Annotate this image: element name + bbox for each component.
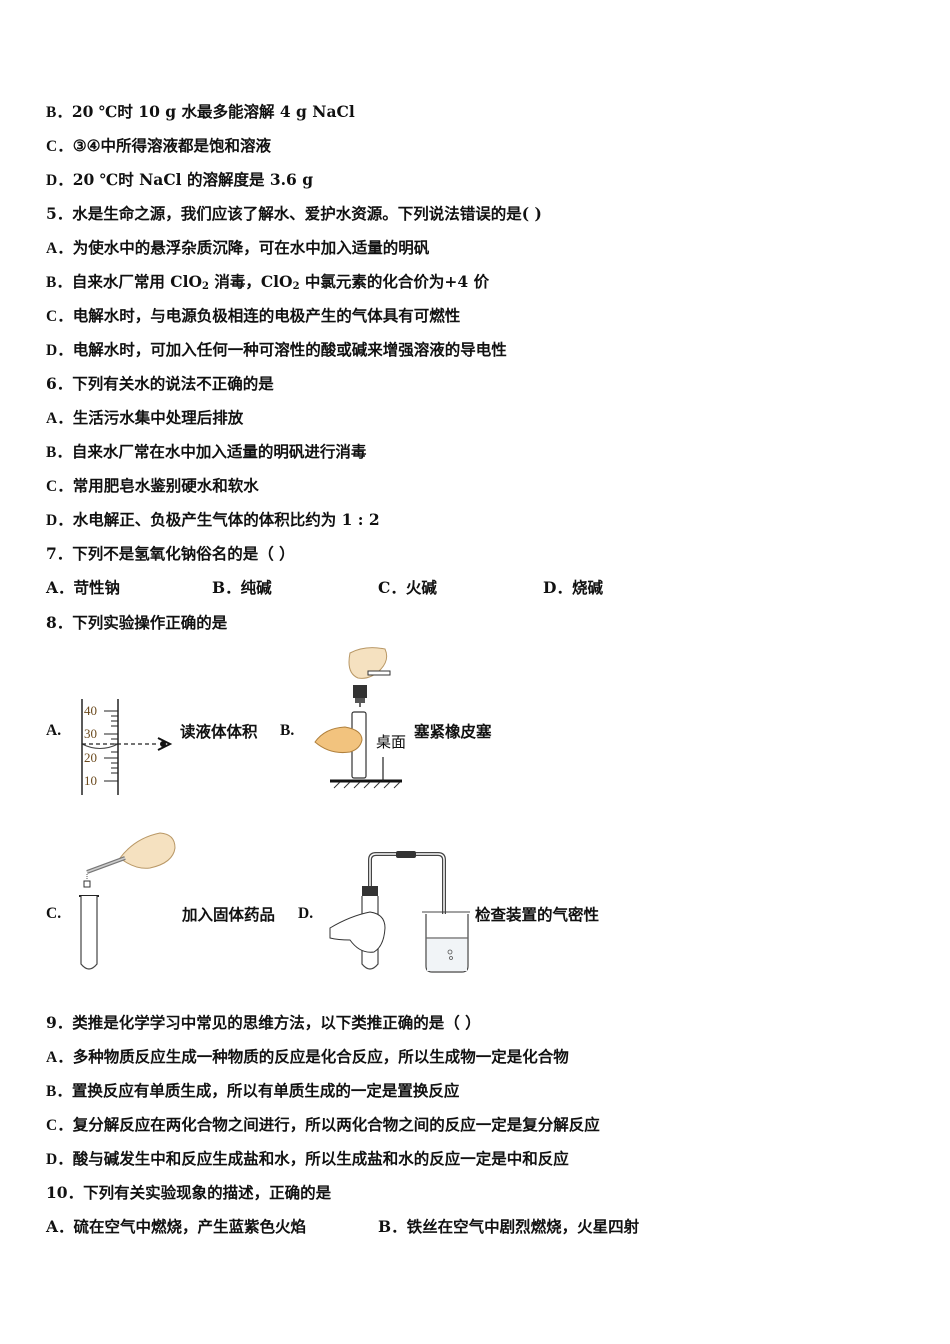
- option-text: 火碱: [405, 578, 437, 597]
- q5-option-d: D．电解水时，可加入任何一种可溶性的酸或碱来增强溶液的导电性: [46, 340, 507, 361]
- scale-40: 40: [84, 703, 97, 718]
- q8-option-a-caption: 读液体体积: [180, 722, 258, 741]
- option-text: 复分解反应在两化合物之间进行，所以两化合物之间的反应一定是复分解反应: [72, 1115, 600, 1134]
- q8-option-b-annotation: 桌面: [376, 733, 407, 751]
- solid-reagent-figure: [79, 832, 176, 970]
- q5-stem: 5．水是生命之源，我们应该了解水、爱护水资源。下列说法错误的是( ): [46, 204, 542, 223]
- option-text: 自来水厂常在水中加入适量的明矾进行消毒: [71, 442, 367, 461]
- q8-option-a-label: A.: [46, 722, 62, 739]
- option-text: 为使水中的悬浮杂质沉降，可在水中加入适量的明矾: [72, 238, 430, 257]
- option-label: D．: [46, 1151, 73, 1168]
- option-text: 多种物质反应生成一种物质的反应是化合反应，所以生成物一定是化合物: [72, 1047, 569, 1066]
- option-label: B．: [46, 104, 72, 121]
- q6-option-d: D．水电解正、负极产生气体的体积比约为 1 : 2: [46, 510, 380, 531]
- q8-option-b-label: B.: [280, 722, 295, 739]
- option-text: 铁丝在空气中剧烈燃烧，火星四射: [406, 1217, 640, 1236]
- option-label: B．: [212, 578, 241, 597]
- q8-option-c-label: C.: [46, 905, 62, 922]
- option-text: 中氯元素的化合价为+4 价: [299, 272, 490, 291]
- option-label: A．: [46, 410, 73, 427]
- q9-option-d: D．酸与碱发生中和反应生成盐和水，所以生成盐和水的反应一定是中和反应: [46, 1149, 569, 1170]
- option-text: 电解水时，与电源负极相连的电极产生的气体具有可燃性: [72, 306, 461, 325]
- scale-30: 30: [84, 726, 97, 741]
- option-text: 自来水厂常用 ClO: [71, 272, 202, 291]
- option-label: D．: [46, 342, 73, 359]
- option-label: D．: [46, 512, 73, 529]
- q8-stem: 8．下列实验操作正确的是: [46, 613, 228, 632]
- q5-option-c: C．电解水时，与电源负极相连的电极产生的气体具有可燃性: [46, 306, 460, 327]
- q5-option-a: A．为使水中的悬浮杂质沉降，可在水中加入适量的明矾: [46, 238, 429, 259]
- q8-option-c-caption: 加入固体药品: [182, 905, 276, 924]
- option-text: 硫在空气中燃烧，产生蓝紫色火焰: [73, 1217, 307, 1236]
- q7-option-a: A．苛性钠: [46, 578, 120, 598]
- option-text: ③④中所得溶液都是饱和溶液: [72, 136, 271, 155]
- q4-option-c: C．③④中所得溶液都是饱和溶液: [46, 136, 271, 157]
- q7-option-d: D．烧碱: [543, 578, 603, 598]
- q8-option-b-caption: 塞紧橡皮塞: [414, 722, 492, 741]
- option-label: B．: [46, 274, 72, 291]
- q9-option-b: B．置换反应有单质生成，所以有单质生成的一定是置换反应: [46, 1081, 459, 1102]
- option-label: D．: [46, 172, 73, 189]
- q10-stem: 10．下列有关实验现象的描述，正确的是: [46, 1183, 332, 1202]
- option-label: C．: [46, 308, 73, 325]
- option-text: 水电解正、负极产生气体的体积比约为 1 : 2: [72, 510, 380, 529]
- option-label: A．: [46, 1049, 73, 1066]
- q7-option-b: B．纯碱: [212, 578, 272, 598]
- q8-option-d-caption: 检查装置的气密性: [475, 905, 600, 924]
- option-text: 生活污水集中处理后排放: [72, 408, 244, 427]
- option-label: D．: [543, 578, 572, 597]
- q7-stem: 7．下列不是氢氧化钠俗名的是（ ）: [46, 544, 295, 563]
- q8-option-d-label: D.: [298, 905, 314, 922]
- airtightness-figure: [329, 851, 470, 973]
- q4-option-b: B．20 ℃时 10 g 水最多能溶解 4 g NaCl: [46, 102, 355, 123]
- q6-option-a: A．生活污水集中处理后排放: [46, 408, 243, 429]
- graduated-cylinder-figure: 40 30 20 10: [81, 699, 173, 795]
- option-text: 常用肥皂水鉴别硬水和软水: [72, 476, 259, 495]
- option-text: 苛性钠: [73, 578, 121, 597]
- q9-stem: 9．类推是化学学习中常见的思维方法，以下类推正确的是（ ）: [46, 1013, 481, 1032]
- option-text: 纯碱: [240, 578, 272, 597]
- scale-20: 20: [84, 750, 97, 765]
- option-label: B．: [378, 1217, 407, 1236]
- subscript: 2: [292, 281, 300, 292]
- q9-option-a: A．多种物质反应生成一种物质的反应是化合反应，所以生成物一定是化合物: [46, 1047, 569, 1068]
- option-label: C．: [46, 478, 73, 495]
- option-label: A．: [46, 578, 74, 597]
- option-label: C．: [46, 138, 73, 155]
- option-label: B．: [46, 444, 72, 461]
- eye-icon: [157, 737, 173, 751]
- option-label: B．: [46, 1083, 72, 1100]
- option-label: C．: [46, 1117, 73, 1134]
- q6-option-c: C．常用肥皂水鉴别硬水和软水: [46, 476, 259, 497]
- option-text: 烧碱: [571, 578, 603, 597]
- q10-option-b: B．铁丝在空气中剧烈燃烧，火星四射: [378, 1217, 639, 1237]
- q7-option-c: C．火碱: [378, 578, 437, 598]
- option-text: 电解水时，可加入任何一种可溶性的酸或碱来增强溶液的导电性: [72, 340, 507, 359]
- option-text: 酸与碱发生中和反应生成盐和水，所以生成盐和水的反应一定是中和反应: [72, 1149, 569, 1168]
- option-text: 20 ℃时 NaCl 的溶解度是 3.6 g: [72, 170, 314, 189]
- option-label: A．: [46, 240, 73, 257]
- q6-stem: 6．下列有关水的说法不正确的是: [46, 374, 274, 393]
- scale-10: 10: [84, 773, 97, 788]
- subscript: 2: [201, 281, 209, 292]
- option-text: 置换反应有单质生成，所以有单质生成的一定是置换反应: [71, 1081, 460, 1100]
- stopper-test-tube-figure: [314, 647, 402, 789]
- q10-option-a: A．硫在空气中燃烧，产生蓝紫色火焰: [46, 1217, 306, 1237]
- q4-option-d: D．20 ℃时 NaCl 的溶解度是 3.6 g: [46, 170, 313, 191]
- q6-option-b: B．自来水厂常在水中加入适量的明矾进行消毒: [46, 442, 366, 463]
- q9-option-c: C．复分解反应在两化合物之间进行，所以两化合物之间的反应一定是复分解反应: [46, 1115, 600, 1136]
- option-label: A．: [46, 1217, 74, 1236]
- option-label: C．: [378, 578, 406, 597]
- option-text: 20 ℃时 10 g 水最多能溶解 4 g NaCl: [71, 102, 355, 121]
- option-text: 消毒，ClO: [208, 272, 293, 291]
- q5-option-b: B．自来水厂常用 ClO2 消毒，ClO2 中氯元素的化合价为+4 价: [46, 272, 489, 297]
